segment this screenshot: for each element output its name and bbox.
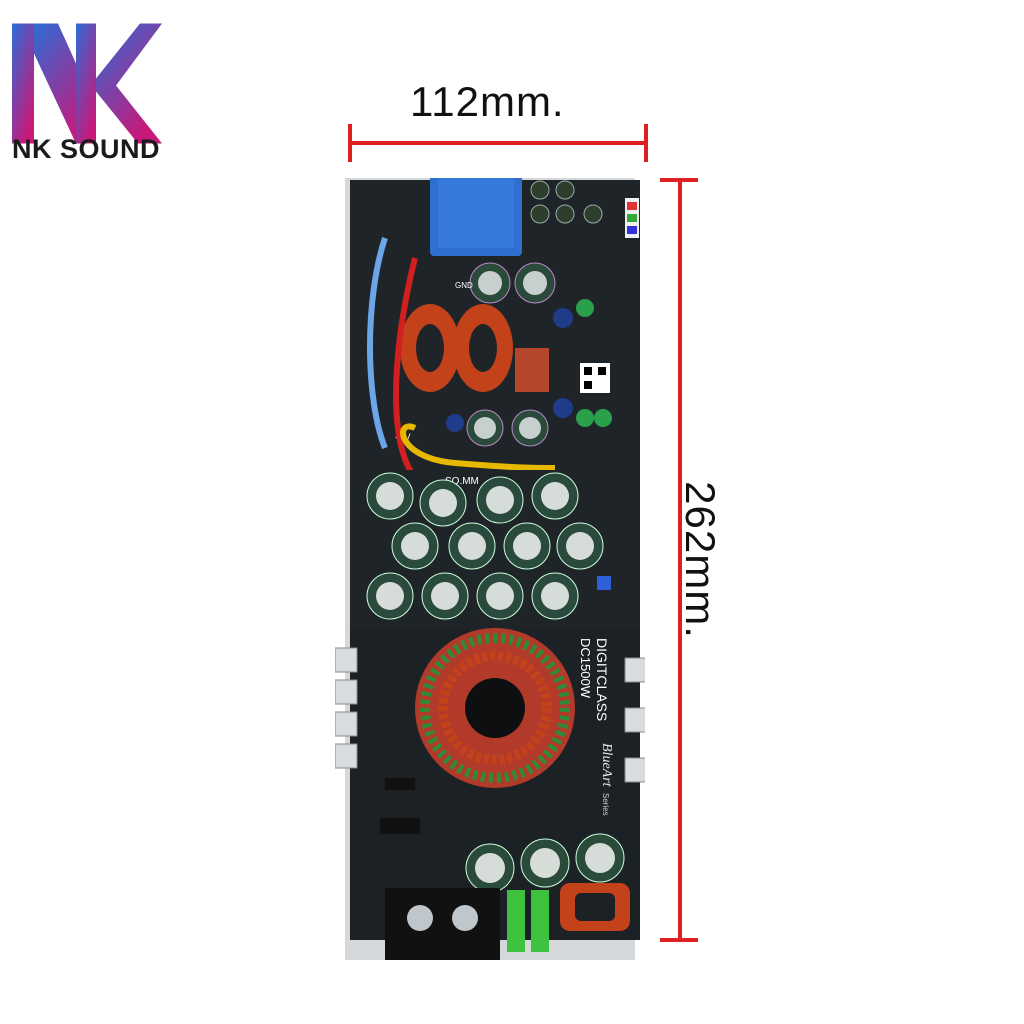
power-label: DC1500W [578,638,593,699]
nk-logo-icon [12,23,162,144]
power-terminal-block [385,888,500,960]
series-suffix-label: Series [601,793,610,816]
model-label: DIGITCLASS [594,638,610,721]
brand-name: NK SOUND [12,134,161,164]
height-dimension-label: 262mm. [677,481,724,639]
amplifier-board-photo: -HV GND SQ.MM DIGITCLASS DC1500W BlueArt… [335,178,645,960]
mm-label: SQ.MM [445,476,479,487]
width-dimension-label: 112mm. [410,78,565,125]
output-inductors [400,304,513,392]
fuse [531,890,549,952]
fuse [507,890,525,952]
series-label: BlueArt [599,743,614,788]
gnd-label: GND [455,281,473,290]
